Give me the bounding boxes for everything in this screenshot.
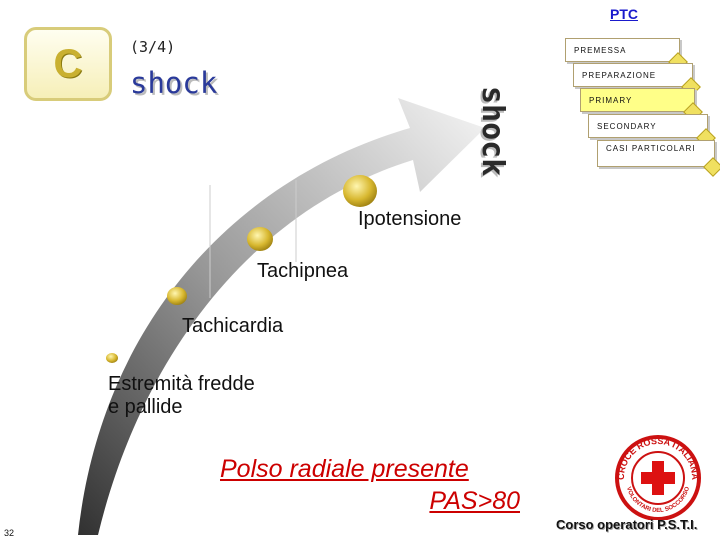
- nav-button-label: PREMESSA: [574, 46, 627, 55]
- stage-label-tachicardia: Tachicardia: [182, 315, 284, 337]
- stage-label-estremita: Estremità fredde e pallide: [108, 373, 255, 419]
- nav-button-label: PRIMARY: [589, 96, 633, 105]
- stage-dot: [247, 227, 273, 251]
- nav-button-primary[interactable]: PRIMARY: [580, 88, 703, 122]
- stage-dot: [106, 353, 118, 363]
- nav-button-label: PREPARAZIONE: [582, 71, 657, 80]
- nav-button-label: SECONDARY: [597, 122, 657, 131]
- page-number: 32: [4, 528, 15, 538]
- polso-radiale-text: Polso radiale presente: [220, 455, 469, 483]
- stage-label-line: e pallide: [108, 396, 183, 418]
- croce-rossa-logo: CROCE ROSSA ITALIANA VOLONTARI DEL SOCCO…: [615, 435, 701, 520]
- stage-dot: [167, 287, 187, 305]
- slide-title: shock: [130, 66, 218, 100]
- slide-count: (3/4): [130, 38, 176, 56]
- section-letter-badge: C: [24, 27, 112, 101]
- nav-button-label: CASI PARTICOLARI: [606, 144, 696, 153]
- stage-label-ipotensione: Ipotensione: [358, 208, 462, 230]
- arrow-label: shock: [475, 86, 510, 177]
- stage-dot: [343, 175, 377, 207]
- course-name: Corso operatori P.S.T.I.: [556, 517, 698, 532]
- stage-label-line: Estremità fredde: [108, 373, 255, 395]
- nav-button-premessa[interactable]: PREMESSA: [565, 38, 688, 72]
- stage-label-tachipnea: Tachipnea: [257, 260, 349, 282]
- nav-button-secondary[interactable]: SECONDARY: [588, 114, 716, 148]
- ptc-link[interactable]: PTC: [610, 6, 638, 22]
- arrow-body: [78, 98, 485, 535]
- pas-text: PAS>80: [429, 487, 520, 515]
- nav-button-preparazione[interactable]: PREPARAZIONE: [573, 63, 701, 97]
- nav-button-casi-particolari[interactable]: CASI PARTICOLARI: [597, 140, 720, 177]
- section-letter: C: [53, 41, 83, 86]
